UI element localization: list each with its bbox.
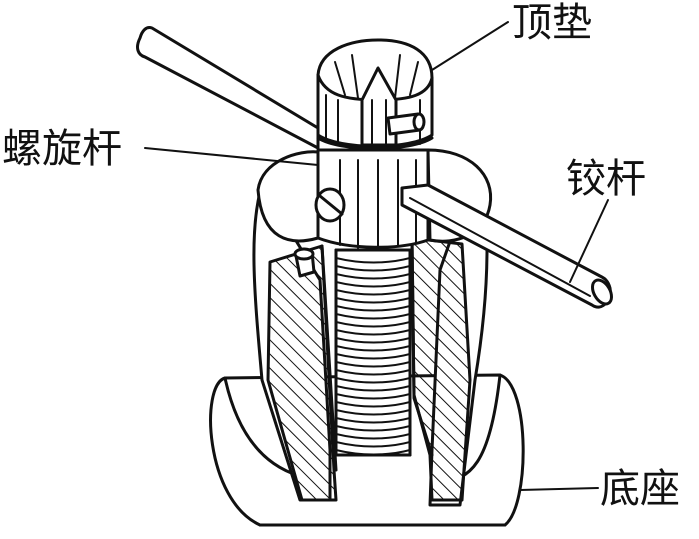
- screw-thread: [336, 305, 410, 312]
- label-base: 底座: [600, 466, 680, 512]
- label-handle-bar: 铰杆: [566, 156, 646, 202]
- screw-rod: [314, 148, 430, 457]
- leader-top-pad: [431, 21, 509, 71]
- screw-thread: [336, 361, 410, 368]
- leader-lines: [144, 21, 609, 491]
- screw-thread: [336, 441, 410, 448]
- label-screw-rod: 螺旋杆: [2, 126, 122, 172]
- screw-thread: [336, 265, 410, 272]
- screw-thread: [336, 369, 410, 376]
- screw-thread: [336, 425, 410, 432]
- top-pad: [316, 38, 434, 150]
- screw-thread: [336, 329, 410, 336]
- screw-thread: [336, 353, 410, 360]
- screw-thread: [336, 297, 410, 304]
- screw-thread: [336, 289, 410, 296]
- screw-thread: [336, 273, 410, 280]
- leader-handle-bar: [569, 199, 609, 283]
- leader-screw-rod: [144, 147, 319, 166]
- base-body: [209, 148, 525, 527]
- screw-thread: [336, 313, 410, 320]
- screw-thread: [336, 433, 410, 440]
- screw-thread: [336, 257, 410, 264]
- screw-thread: [336, 393, 410, 400]
- screw-thread: [336, 409, 410, 416]
- screw-thread: [336, 321, 410, 328]
- screw-thread: [336, 377, 410, 384]
- leader-base: [519, 487, 599, 491]
- screw-thread: [336, 345, 410, 352]
- screw-thread: [336, 385, 410, 392]
- screw-thread: [336, 337, 410, 344]
- screw-thread: [336, 417, 410, 424]
- handle-bar: [136, 26, 613, 309]
- screw-thread: [336, 401, 410, 408]
- label-top-pad: 顶垫: [512, 0, 592, 46]
- screw-thread: [336, 281, 410, 288]
